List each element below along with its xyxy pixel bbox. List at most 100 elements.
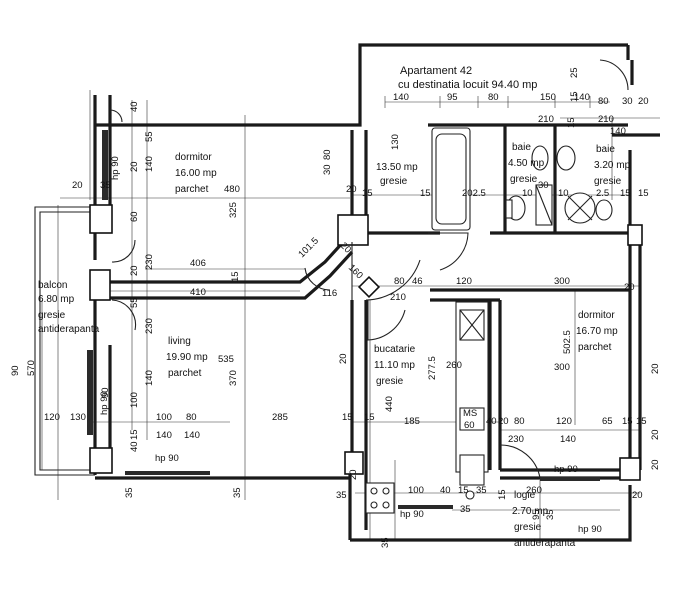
dim-label: 65	[602, 416, 613, 427]
dim-label: 140	[144, 156, 155, 172]
dim-label: 502.5	[562, 330, 573, 354]
window-tags: hp 90 hp 90 hp 90 hp 90 hp 90 hp 90 MS 6…	[99, 156, 602, 535]
dim-label: 40	[129, 101, 140, 112]
dim-label: 20	[650, 363, 661, 374]
dim-label: 100	[408, 485, 424, 496]
stove	[365, 482, 395, 514]
room-living: living 19.90 mp parchet	[166, 336, 208, 379]
room-name: baie	[512, 142, 531, 153]
dim-label: 160	[346, 262, 365, 281]
dim-label: 202.5	[462, 188, 486, 199]
dim-label: 55	[129, 297, 140, 308]
dim-label: 140	[144, 370, 155, 386]
dim-label: 210	[598, 114, 614, 125]
dim-label: 325	[228, 202, 239, 218]
dim-label: 440	[384, 396, 395, 412]
dim-label: 90	[100, 387, 111, 398]
dim-label: 101.5	[296, 236, 321, 261]
room-dormitor-2: dormitor 16.70 mp parchet	[576, 310, 618, 353]
room-finish: parchet	[578, 342, 612, 353]
room-finish: gresie	[514, 522, 542, 533]
dim-label: 15	[364, 412, 375, 423]
dim-label: 20	[632, 490, 643, 501]
window-tag: hp 90	[578, 524, 602, 535]
sink	[556, 145, 576, 171]
dim-label: 140	[393, 92, 409, 103]
windows	[87, 130, 600, 509]
dim-label: 260	[526, 485, 542, 496]
dim-label: 35	[380, 537, 391, 548]
room-logie: logie 2.70 mp gresie antiderapanta	[512, 490, 576, 549]
dim-label: 15	[129, 429, 140, 440]
dim-label: 406	[190, 258, 206, 269]
dim-label: 10	[558, 188, 569, 199]
dim-label: 95	[447, 92, 458, 103]
dim-label: 15	[638, 188, 649, 199]
dim-label: 40	[129, 441, 140, 452]
dim-label: 20	[129, 265, 140, 276]
window-tag: hp 90	[99, 391, 110, 415]
dim-label: 230	[508, 434, 524, 445]
dim-label: 20	[348, 469, 359, 480]
dim-label: 20	[72, 180, 83, 191]
dim-label: 30	[622, 96, 633, 107]
dim-label: 20	[498, 416, 509, 427]
dim-label: 277.5	[427, 356, 438, 380]
dim-label: 20	[650, 459, 661, 470]
ms-label: MS	[463, 408, 477, 419]
room-dormitor-1: dormitor 16.00 mp parchet	[175, 152, 217, 195]
dim-label: 40	[486, 416, 497, 427]
room-area: 19.90 mp	[166, 352, 208, 363]
dim-label: 150	[540, 92, 556, 103]
dim-label: 80	[514, 416, 525, 427]
dim-label: 410	[190, 287, 206, 298]
dim-label: 20	[638, 96, 649, 107]
dim-label: 95	[531, 509, 542, 520]
toilet	[595, 199, 613, 221]
dim-label: 535	[218, 354, 234, 365]
ms-size: 60	[464, 420, 475, 431]
dim-label: 15	[569, 91, 580, 102]
dim-label: 35	[476, 485, 487, 496]
room-finish: antiderapanta	[514, 538, 576, 549]
dim-label: 20	[650, 429, 661, 440]
dim-label: 30	[538, 180, 549, 191]
dim-label: 100	[129, 392, 140, 408]
room-area: 16.00 mp	[175, 168, 217, 179]
dim-label: 15	[420, 188, 431, 199]
room-name: logie	[514, 490, 536, 501]
dim-label: 570	[26, 360, 37, 376]
dim-label: 55	[144, 131, 155, 142]
dim-label: 140	[156, 430, 172, 441]
dim-label: 15	[566, 117, 577, 128]
room-area: 13.50 mp	[376, 162, 418, 173]
dim-label: 20	[346, 184, 357, 195]
apartment-title: Apartament 42	[400, 65, 472, 77]
dim-label: 35	[124, 487, 135, 498]
room-finish: gresie	[510, 174, 538, 185]
room-area: 16.70 mp	[576, 326, 618, 337]
dim-label: 15	[362, 188, 373, 199]
dim-label: 15	[497, 489, 508, 500]
dim-label: 140	[574, 92, 590, 103]
dim-label: 15	[342, 412, 353, 423]
dim-label: 80	[394, 276, 405, 287]
room-hol: 13.50 mp gresie	[376, 162, 418, 187]
dim-label: 2.5	[596, 188, 609, 199]
dim-label: 140	[560, 434, 576, 445]
room-area: 6.80 mp	[38, 294, 75, 305]
window-tag: hp 90	[110, 156, 121, 180]
dim-label: 116	[322, 288, 337, 299]
dim-label: 100	[156, 412, 172, 423]
dim-label: 80	[488, 92, 499, 103]
room-bucatarie: bucatarie 11.10 mp gresie	[374, 344, 416, 387]
sink	[531, 145, 549, 171]
columns	[89, 204, 643, 481]
dim-label: 20	[129, 161, 140, 172]
dim-label: 90	[10, 365, 21, 376]
room-name: dormitor	[175, 152, 212, 163]
dim-label: 80	[322, 149, 333, 160]
room-name: dormitor	[578, 310, 615, 321]
dim-label: 46	[412, 276, 423, 287]
room-finish: antiderapanta	[38, 324, 100, 335]
